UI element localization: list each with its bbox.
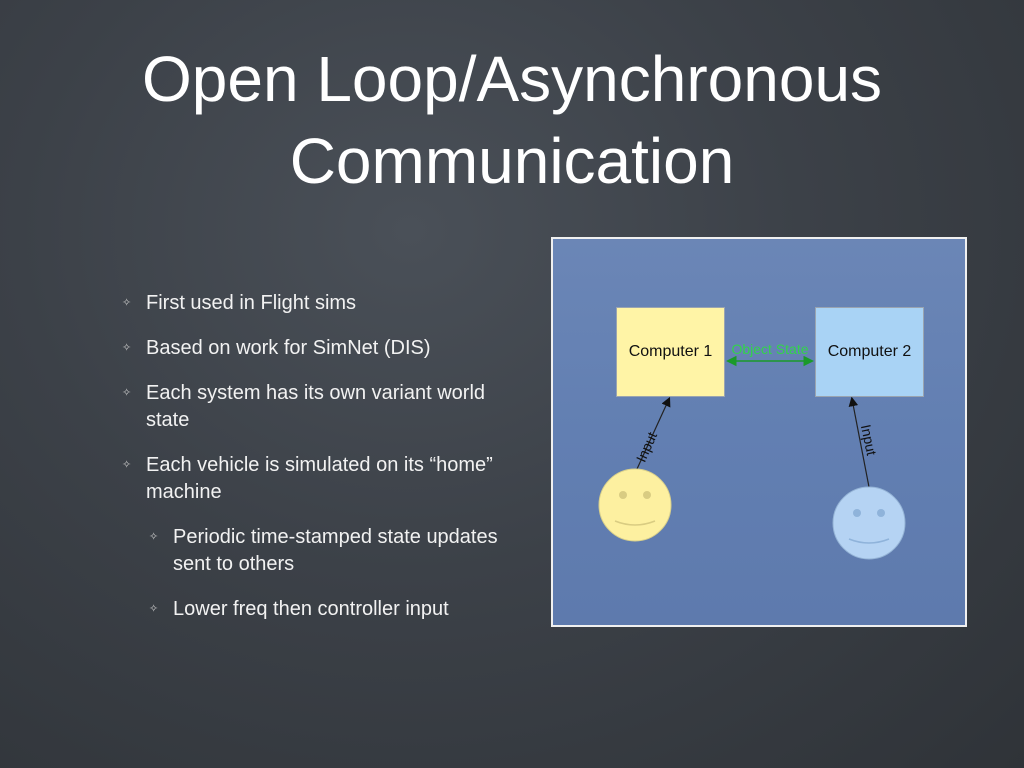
bullet-icon: ✧ (122, 459, 132, 471)
user-face-2-icon (832, 486, 906, 560)
bullet-list: ✧ First used in Flight sims ✧ Based on w… (120, 290, 520, 641)
bullet-item: ✧ First used in Flight sims (120, 290, 520, 317)
slide-title: Open Loop/Asynchronous Communication (0, 38, 1024, 202)
bullet-text: Each system has its own variant world st… (146, 382, 486, 431)
computer-2-box: Computer 2 (815, 307, 924, 397)
bullet-item: ✧ Each vehicle is simulated on its “home… (120, 452, 520, 506)
bullet-item: ✧ Based on work for SimNet (DIS) (120, 335, 520, 362)
input-arrow-1 (636, 396, 671, 470)
title-line-1: Open Loop/Asynchronous (141, 43, 883, 115)
communication-diagram: Input Input Computer 1 Computer 2 Object… (551, 237, 967, 627)
diagram-graphics: Input Input (598, 355, 906, 560)
bullet-item: ✧ Each system has its own variant world … (120, 380, 520, 434)
bullet-text: First used in Flight sims (146, 292, 357, 314)
input-label-1: Input (633, 429, 660, 464)
input-arrow-2 (848, 396, 870, 488)
user-face-1-icon (598, 468, 672, 542)
title-line-2: Communication (289, 125, 735, 197)
computer-1-box: Computer 1 (616, 307, 725, 397)
computer-2-label: Computer 2 (827, 343, 912, 360)
sub-bullet-item: ✧ Lower freq then controller input (147, 596, 520, 623)
computer-1-label: Computer 1 (628, 343, 713, 360)
bullet-text: Lower freq then controller input (173, 598, 449, 620)
bullet-icon: ✧ (122, 387, 132, 399)
sub-bullet-item: ✧ Periodic time-stamped state updates se… (147, 524, 520, 578)
bullet-icon: ✧ (149, 531, 159, 543)
bullet-icon: ✧ (122, 342, 132, 354)
bullet-text: Each vehicle is simulated on its “home” … (146, 454, 493, 503)
bullet-icon: ✧ (149, 603, 159, 615)
input-label-2: Input (858, 423, 880, 457)
bullet-icon: ✧ (122, 297, 132, 309)
bullet-text: Based on work for SimNet (DIS) (146, 337, 431, 359)
bullet-text: Periodic time-stamped state updates sent… (173, 526, 498, 575)
object-state-label: Object State (731, 341, 809, 357)
